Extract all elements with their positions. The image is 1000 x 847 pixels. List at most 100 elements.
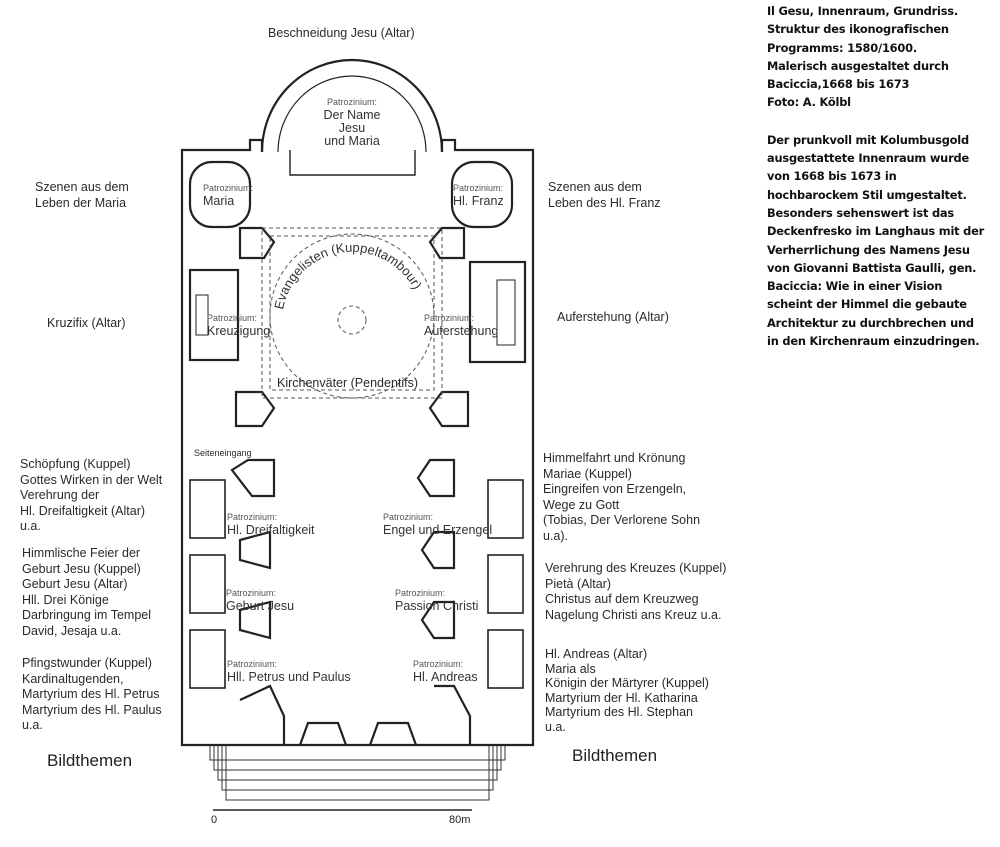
- dome-drum-text: Evangelisten (Kuppeltambour): [271, 240, 425, 311]
- text-line: Martyrium des Hl. Paulus: [22, 702, 162, 717]
- pendentives-label: Kirchenväter (Pendentifs): [277, 376, 419, 390]
- patron-chapel-right-2: Patrozinium: Passion Christi: [395, 587, 478, 613]
- legend-right: Bildthemen: [572, 746, 658, 765]
- piers: [230, 226, 472, 746]
- body-line: von 1668 bis 1673 in: [767, 169, 897, 184]
- text-line: Szenen aus dem: [35, 180, 129, 194]
- caption-line: Programms: 1580/1600.: [767, 40, 917, 55]
- text-line: u.a).: [543, 528, 569, 543]
- body-line: Baciccia: Wie in einer Vision: [767, 279, 943, 294]
- text-line: Verehrung des Kreuzes (Kuppel): [545, 561, 727, 575]
- text-line: u.a.: [545, 719, 566, 734]
- caption-text: Il Gesu, Innenraum, Grundriss. Struktur …: [767, 2, 997, 350]
- text-line: Mariae (Kuppel): [543, 466, 632, 481]
- body-line: in den Kirchenraum einzudringen.: [767, 334, 980, 349]
- right-themes-2: Verehrung des Kreuzes (Kuppel) Pietà (Al…: [545, 561, 726, 623]
- patron-word: Patrozinium:: [227, 659, 278, 669]
- body-line: von Giovanni Battista Gaulli, gen.: [767, 260, 977, 275]
- text-line: Pfingstwunder (Kuppel): [22, 656, 152, 670]
- text-line: Nagelung Christi ans Kreuz u.a.: [545, 607, 722, 622]
- patron-word: Patrozinium:: [413, 659, 464, 669]
- left-transept-scenes: Szenen aus dem Leben der Maria: [35, 180, 129, 211]
- apse-inner-wall: [277, 75, 427, 153]
- text-line: Martyrium des Hl. Stephan: [545, 705, 693, 719]
- body-line: hochbarockem Stil umgestaltet.: [767, 187, 967, 202]
- caption-line: Malerisch ausgestaltet durch: [767, 58, 949, 73]
- text-line: (Tobias, Der Verlorene Sohn: [543, 513, 701, 527]
- text-line: Gottes Wirken in der Welt: [20, 472, 163, 487]
- patron-kreuzigung: Patrozinium: Kreuzigung: [207, 312, 270, 338]
- chapel-maria: [188, 160, 252, 229]
- outer-wall: [180, 138, 535, 747]
- patron-name: Hl. Dreifaltigkeit: [227, 523, 315, 537]
- side-chapels: [189, 479, 524, 689]
- text-line: Maria als: [545, 661, 596, 676]
- text-line: Himmelfahrt und Krönung: [543, 451, 686, 465]
- patron-maria: Patrozinium: Maria: [203, 182, 253, 208]
- patron-word: Patrozinium:: [424, 313, 475, 323]
- right-transept-scenes: Szenen aus dem Leben des Hl. Franz: [548, 180, 661, 211]
- dome-drum-label: Evangelisten (Kuppeltambour): [271, 240, 425, 311]
- text-line: Hl. Dreifaltigkeit (Altar): [20, 503, 146, 518]
- text-line: Martyrium des Hl. Petrus: [22, 687, 160, 701]
- caption-line: Baciccia,1668 bis 1673: [767, 77, 910, 92]
- patron-name: Maria: [203, 194, 235, 208]
- text-line: Himmlische Feier der: [22, 546, 141, 560]
- patron-name: Engel und Erzengel: [383, 523, 493, 537]
- body-line: Der prunkvoll mit Kolumbusgold: [767, 132, 969, 147]
- caption-line: Il Gesu, Innenraum, Grundriss.: [767, 4, 958, 18]
- text-line: Hl. Andreas (Altar): [545, 647, 648, 661]
- patron-auferstehung: Patrozinium: Auferstehung: [424, 312, 498, 338]
- text-line: Leben der Maria: [35, 195, 127, 210]
- text-line: Darbringung im Tempel: [22, 608, 151, 622]
- patron-name: Jesu: [338, 121, 366, 135]
- patron-name: Geburt Jesu: [226, 599, 295, 613]
- left-altar-label: Kruzifix (Altar): [47, 316, 126, 330]
- body-line: scheint der Himmel die gebaute: [767, 297, 967, 312]
- text-line: Eingreifen von Erzengeln,: [543, 482, 687, 496]
- right-themes-1: Himmelfahrt und Krönung Mariae (Kuppel) …: [543, 451, 700, 544]
- text-line: Christus auf dem Kreuzweg: [545, 592, 699, 606]
- patron-apse: Patrozinium: Der Name Jesu und Maria: [305, 96, 399, 148]
- left-transept-altar: [188, 268, 240, 362]
- left-themes-2: Himmlische Feier der Geburt Jesu (Kuppel…: [22, 546, 151, 639]
- patron-word: Patrozinium:: [453, 183, 504, 193]
- text-line: Szenen aus dem: [548, 180, 642, 194]
- body-line: Verherrlichung des Namens Jesu: [767, 242, 970, 257]
- scale-end: 80m: [449, 814, 471, 826]
- right-transept-altar: [468, 260, 527, 364]
- legend-left: Bildthemen: [47, 751, 133, 770]
- text-line: Wege zu Gott: [543, 497, 620, 512]
- text-line: Verehrung der: [20, 488, 100, 502]
- left-themes-1: Schöpfung (Kuppel) Gottes Wirken in der …: [20, 457, 162, 535]
- left-themes-3: Pfingstwunder (Kuppel) Kardinaltugenden,…: [22, 656, 162, 734]
- side-entrance-label: Seiteneingang: [194, 448, 252, 458]
- text-line: Martyrium der Hl. Katharina: [545, 690, 698, 705]
- patron-name: Auferstehung: [424, 324, 499, 338]
- patron-word: Patrozinium:: [395, 588, 446, 598]
- patron-name: Hll. Petrus und Paulus: [227, 670, 351, 684]
- patron-franz: Patrozinium: Hl. Franz: [453, 182, 504, 208]
- body-line: Architektur zu durchbrechen und: [767, 315, 974, 330]
- patron-word: Patrozinium:: [226, 588, 277, 598]
- body-line: ausgestattete Innenraum wurde: [767, 151, 969, 166]
- text-line: David, Jesaja u.a.: [22, 623, 122, 638]
- dome-circle: [269, 233, 435, 399]
- top-altar-label: Beschneidung Jesu (Altar): [268, 26, 415, 40]
- text-line: Hll. Drei Könige: [22, 592, 109, 607]
- patron-chapel-right-1: Patrozinium: Engel und Erzengel: [383, 511, 492, 537]
- body-line: Deckenfresko im Langhaus mit der: [767, 224, 985, 239]
- text-line: u.a.: [22, 718, 43, 732]
- patron-name: Der Name: [323, 108, 381, 122]
- text-line: Kardinaltugenden,: [22, 671, 124, 686]
- patron-chapel-left-3: Patrozinium: Hll. Petrus und Paulus: [227, 658, 351, 684]
- right-themes-3: Hl. Andreas (Altar) Maria als Königin de…: [545, 647, 709, 734]
- chapel-franz: [450, 160, 514, 229]
- patron-word: Patrozinium:: [207, 313, 258, 323]
- patron-word: Patrozinium:: [326, 97, 378, 107]
- patron-word: Patrozinium:: [203, 183, 254, 193]
- text-line: Geburt Jesu (Altar): [22, 577, 128, 591]
- text-line: u.a.: [20, 519, 41, 533]
